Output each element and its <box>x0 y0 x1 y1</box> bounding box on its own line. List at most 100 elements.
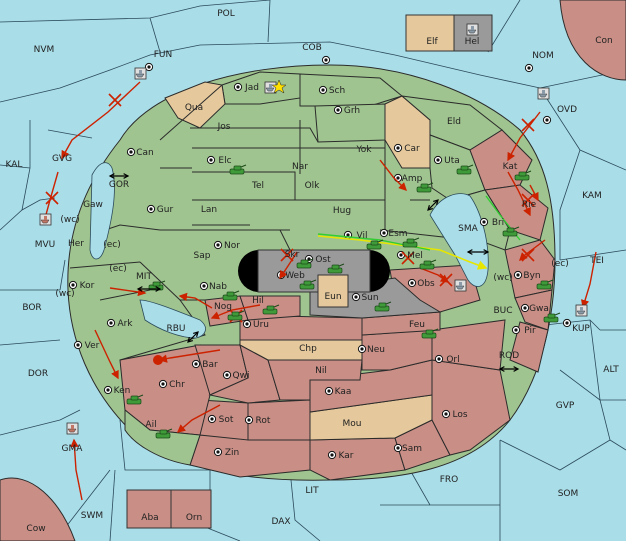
army-vil[interactable] <box>366 239 384 250</box>
army-elc[interactable] <box>229 164 247 175</box>
supply-center-nab <box>199 281 209 291</box>
fleet-ovd[interactable] <box>537 87 550 100</box>
failed-order-x <box>521 248 535 262</box>
label-fun: FUN <box>154 50 173 60</box>
coast-labels: (wc)(ec)(ec)(wc)(wc)(ec) <box>55 215 568 299</box>
label-bor: BOR <box>22 303 41 313</box>
army-nab[interactable] <box>222 290 240 301</box>
label-ark: Ark <box>117 319 133 329</box>
label-lan: Lan <box>201 205 217 215</box>
army-uta[interactable] <box>456 164 474 175</box>
label-bri: Bri <box>492 218 504 228</box>
label-sam: Sam <box>402 444 422 454</box>
label-cow: Cow <box>26 524 45 534</box>
failed-order-x <box>45 191 59 205</box>
army-bri[interactable] <box>502 226 520 237</box>
province-elf[interactable] <box>405 14 455 52</box>
supply-center-byn <box>513 270 523 280</box>
border-line <box>192 171 296 200</box>
supply-center-los <box>441 409 451 419</box>
army-sun[interactable] <box>374 301 392 312</box>
fleet-mvu[interactable] <box>39 213 52 226</box>
label-dor: DOR <box>28 369 48 379</box>
army-mel[interactable] <box>419 259 437 270</box>
label-elf: Elf <box>426 37 438 47</box>
supply-center-elc <box>206 155 216 165</box>
army-kat[interactable] <box>514 170 532 181</box>
army-nog[interactable] <box>227 310 245 321</box>
supply-center-nom <box>524 63 534 73</box>
supply-center-bar <box>191 359 201 369</box>
supply-center-pir <box>511 325 521 335</box>
fleet-gvg[interactable] <box>134 67 147 80</box>
failed-order-x <box>108 93 122 107</box>
label-feu: Feu <box>409 320 425 330</box>
label-grh: Grh <box>344 106 360 116</box>
supply-center-zin <box>213 447 223 457</box>
label-car: Car <box>404 144 420 154</box>
move-order <box>70 438 83 501</box>
supply-center-esm <box>379 228 389 238</box>
adjacency-arrow <box>466 249 490 255</box>
army-ost[interactable] <box>327 263 345 274</box>
army-amp[interactable] <box>416 182 434 193</box>
supply-center-obs <box>407 278 417 288</box>
supply-center-gur <box>146 204 156 214</box>
failed-order-x <box>521 118 535 132</box>
army-skr[interactable] <box>296 258 314 269</box>
province-sch[interactable] <box>299 73 404 107</box>
move-order <box>379 159 407 191</box>
fleet-gma[interactable] <box>66 422 79 435</box>
label-fro: FRO <box>440 475 459 485</box>
label-qua: Qua <box>185 103 203 113</box>
label-chp: Chp <box>299 344 317 354</box>
border-line <box>279 229 291 251</box>
label-kal: KAL <box>6 160 23 170</box>
label-kup: KUP <box>572 324 590 334</box>
build-star-icon <box>271 79 287 94</box>
fleet-kup[interactable] <box>575 304 588 317</box>
army-hil[interactable] <box>262 304 280 315</box>
label-aba: Aba <box>141 513 158 523</box>
province-pir[interactable] <box>509 321 549 373</box>
fleet-obs[interactable] <box>454 279 467 292</box>
army-ken[interactable] <box>126 394 144 405</box>
label-los: Los <box>452 410 467 420</box>
label-mou: Mou <box>343 419 362 429</box>
adjacency-arrows <box>108 173 520 372</box>
label-sun: Sun <box>361 293 378 303</box>
label-eld: Eld <box>447 117 461 127</box>
army-web[interactable] <box>299 279 317 290</box>
province-uru[interactable] <box>239 314 363 341</box>
label-mel: Mel <box>407 251 423 261</box>
army-ail[interactable] <box>155 428 173 439</box>
supply-center-fun <box>144 62 154 72</box>
fleet-hel[interactable] <box>466 23 479 36</box>
black-hole <box>238 249 390 308</box>
label-eun: Eun <box>324 292 341 302</box>
coast-label: (ec) <box>551 259 569 269</box>
supply-center-kaa <box>324 386 334 396</box>
label-hil: Hil <box>252 296 264 306</box>
label-her: Her <box>68 239 84 249</box>
adjacency-arrow <box>427 199 439 211</box>
army-feu[interactable] <box>421 328 439 339</box>
label-web: Web <box>285 271 305 281</box>
province-aba[interactable] <box>126 489 172 529</box>
supply-center-ver <box>73 340 83 350</box>
province-orn[interactable] <box>170 489 212 529</box>
army-esm[interactable] <box>402 237 420 248</box>
army-gwa[interactable] <box>543 312 561 323</box>
army-byn[interactable] <box>536 279 554 290</box>
province-qua[interactable] <box>164 81 226 129</box>
label-amp: Amp <box>402 174 423 184</box>
fleet-jad[interactable] <box>264 81 277 94</box>
label-elc: Elc <box>218 156 231 166</box>
label-esm: Esm <box>388 229 407 239</box>
label-bar: Bar <box>202 360 218 370</box>
label-nvm: NVM <box>34 45 55 55</box>
supply-center-uru <box>242 319 252 329</box>
label-orn: Orn <box>186 513 202 523</box>
label-dax: DAX <box>271 517 290 527</box>
